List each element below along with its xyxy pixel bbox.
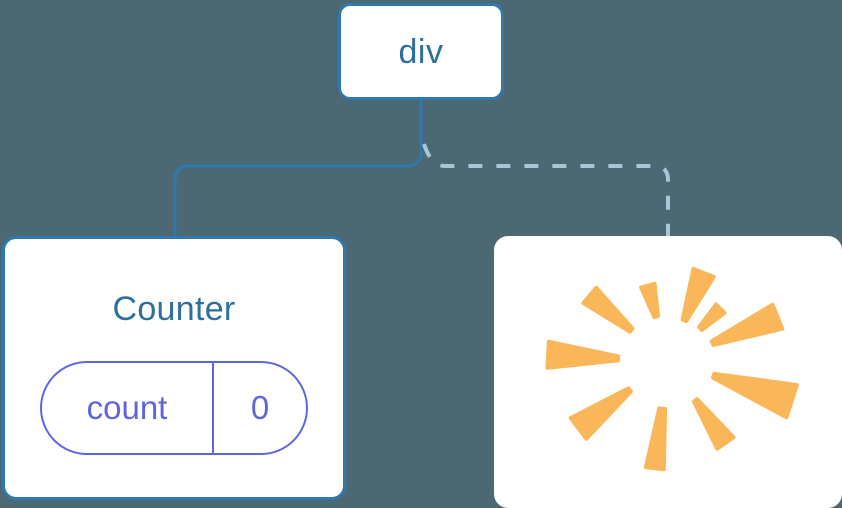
- state-pill-key: count: [42, 363, 214, 453]
- sunburst-ray-3: [581, 285, 635, 334]
- node-sunburst[interactable]: [494, 236, 842, 508]
- node-div[interactable]: div: [338, 3, 504, 100]
- state-pill-count[interactable]: count 0: [40, 361, 308, 455]
- sunburst-ray-9: [709, 302, 785, 347]
- node-counter[interactable]: Counter count 0: [2, 236, 346, 500]
- node-counter-label: Counter: [112, 290, 236, 328]
- edge-root-to-sunburst: [422, 143, 670, 238]
- state-pill-value: 0: [250, 389, 270, 426]
- sunburst-icon: [545, 266, 799, 472]
- sunburst-ray-10: [697, 302, 727, 332]
- sunburst-ray-2: [639, 281, 660, 320]
- sunburst-ray-6: [643, 406, 668, 472]
- sunburst-ray-8: [711, 371, 799, 420]
- node-div-label: div: [398, 32, 444, 71]
- edge-root-to-counter: [173, 98, 423, 238]
- sunburst-ray-5: [568, 386, 633, 441]
- sunburst-ray-7: [691, 397, 736, 451]
- sunburst-ray-1: [680, 266, 716, 323]
- sunburst-ray-4: [545, 339, 621, 370]
